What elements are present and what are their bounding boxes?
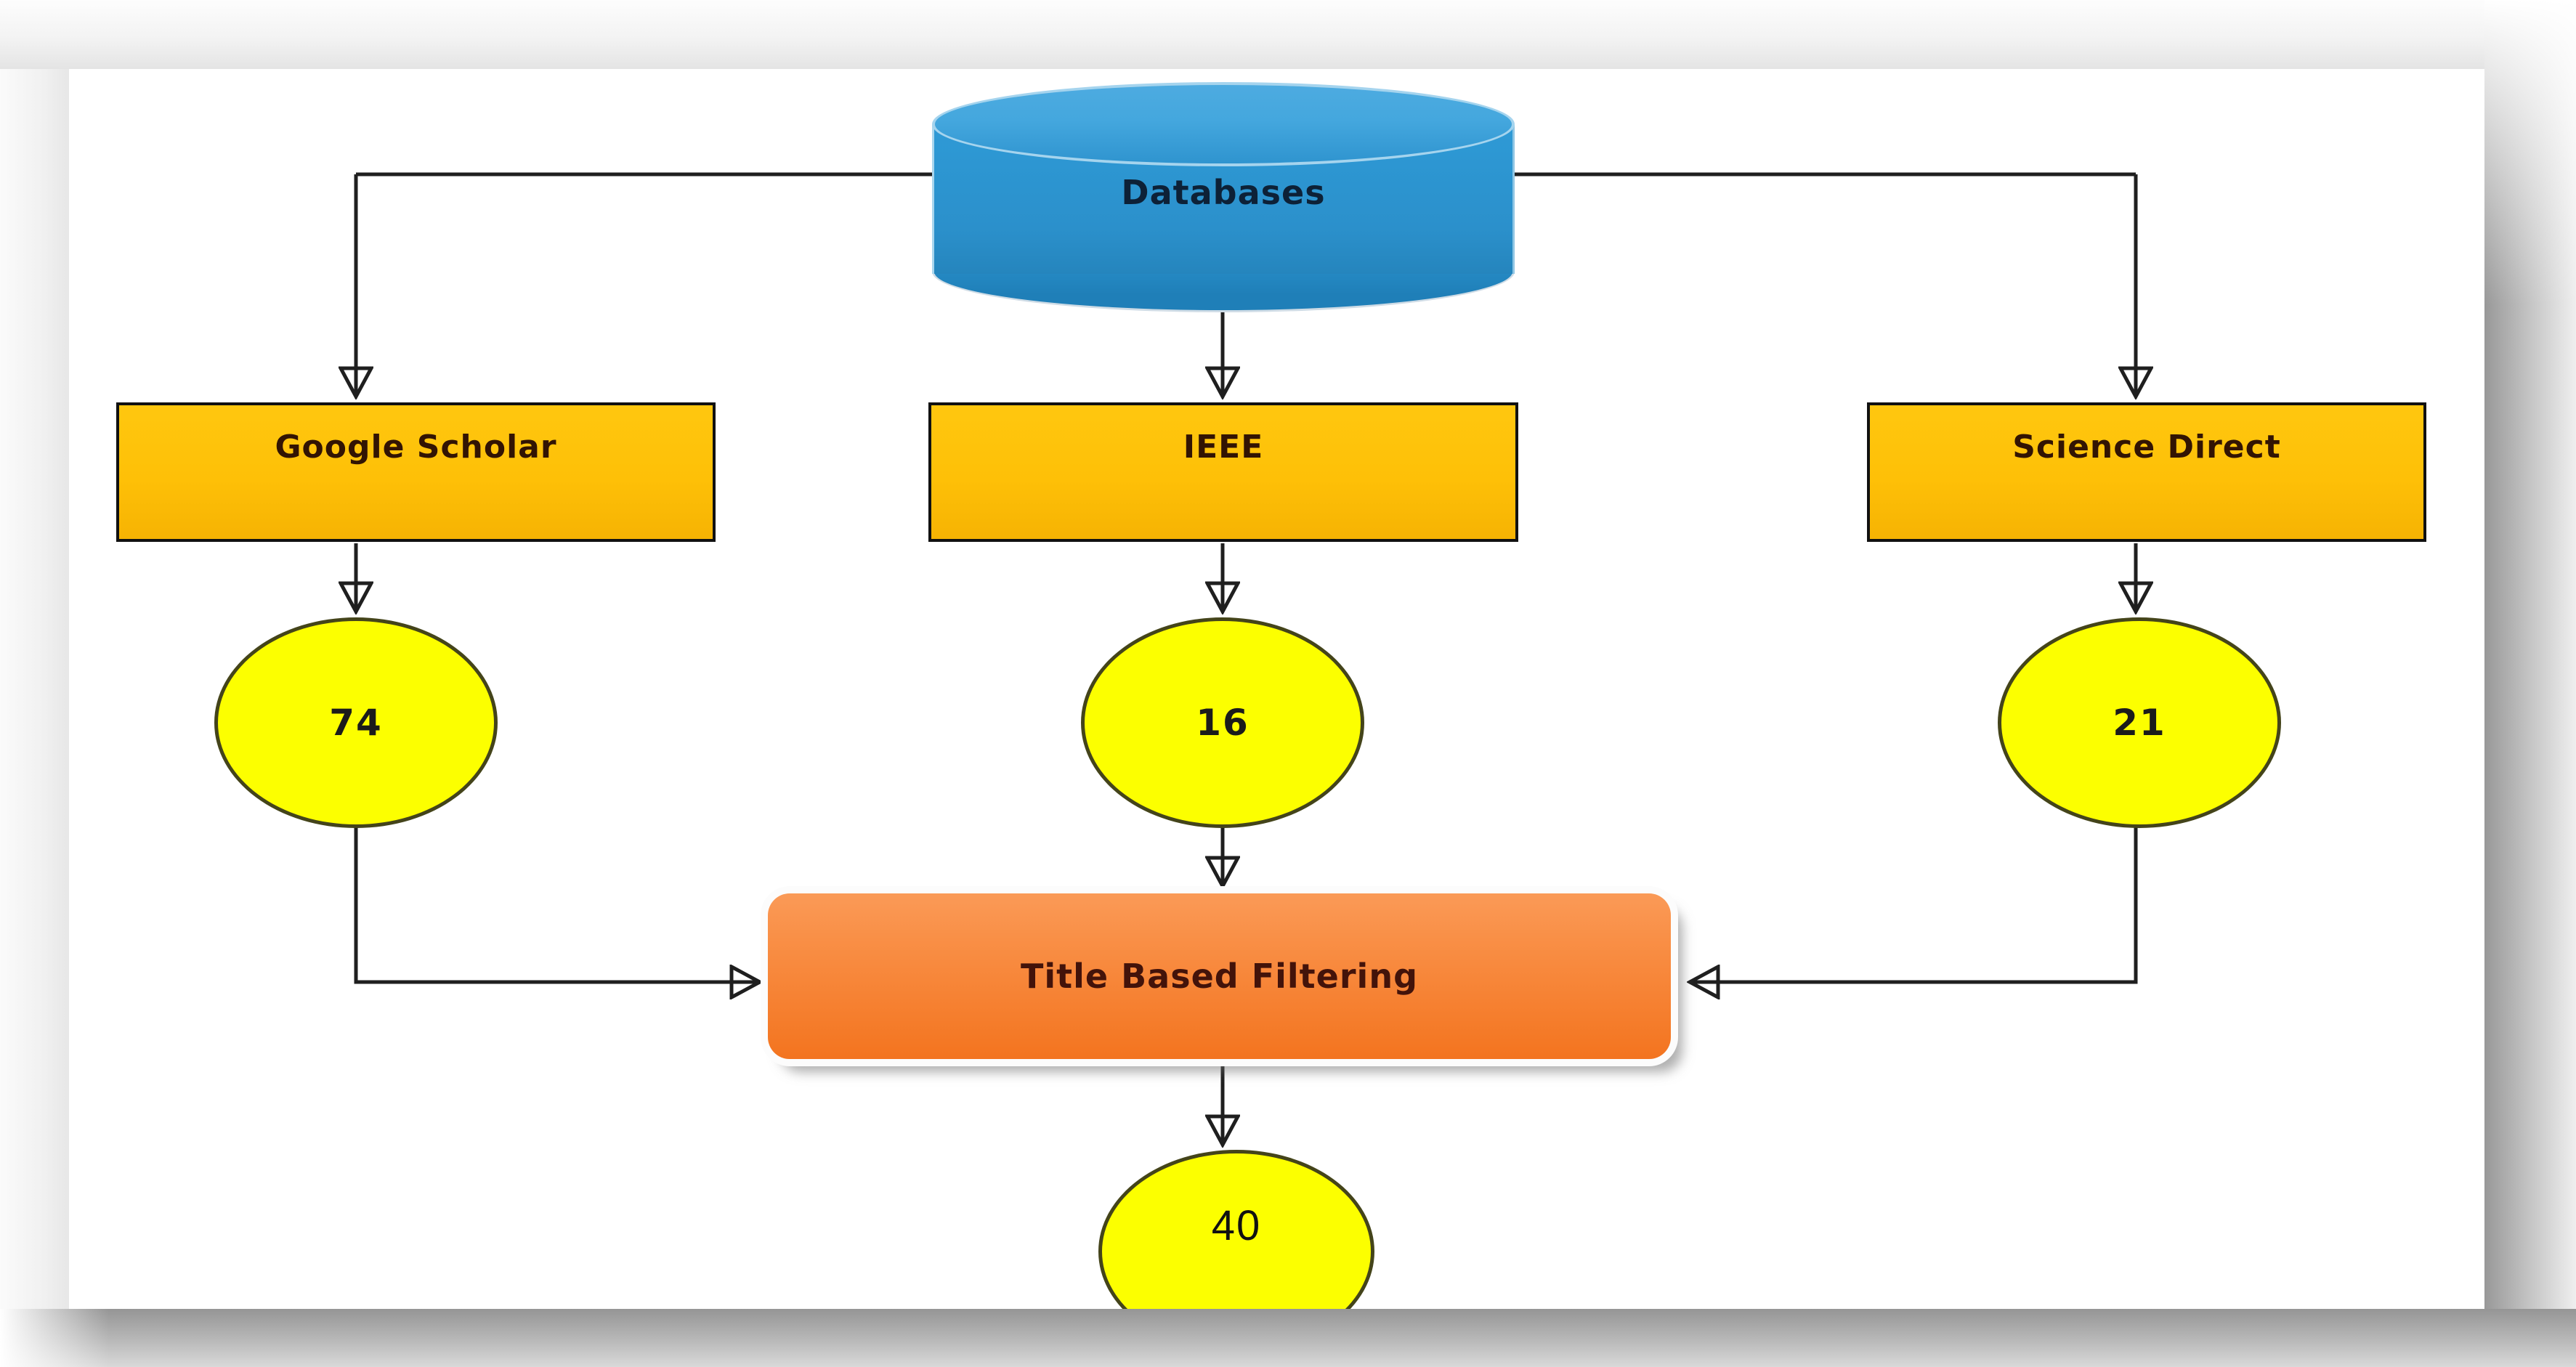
count-ellipse-google-scholar: 74 — [214, 617, 498, 828]
count-ellipse-ieee: 16 — [1081, 617, 1364, 828]
filter-box-title-based-filtering: Title Based Filtering — [768, 893, 1671, 1059]
count-value-science-direct: 21 — [2113, 702, 2166, 744]
count-value-google-scholar: 74 — [329, 702, 383, 744]
count-ellipse-science-direct: 21 — [1998, 617, 2281, 828]
filter-label: Title Based Filtering — [1020, 957, 1418, 996]
result-count-value: 40 — [1211, 1201, 1262, 1249]
source-box-science-direct: Science Direct — [1867, 402, 2426, 542]
database-label: Databases — [1121, 173, 1326, 212]
source-label-ieee: IEEE — [1183, 429, 1264, 466]
count-value-ieee: 16 — [1196, 702, 1249, 744]
source-box-google-scholar: Google Scholar — [116, 402, 716, 542]
source-label-science-direct: Science Direct — [2012, 429, 2281, 466]
source-box-ieee: IEEE — [928, 402, 1518, 542]
connector-21-to-filter — [1690, 827, 2138, 982]
result-ellipse-filtered: 40 — [1098, 1150, 1374, 1353]
source-label-google-scholar: Google Scholar — [275, 429, 557, 466]
connector-74-to-filter — [354, 827, 760, 982]
database-cylinder-top — [932, 82, 1515, 166]
